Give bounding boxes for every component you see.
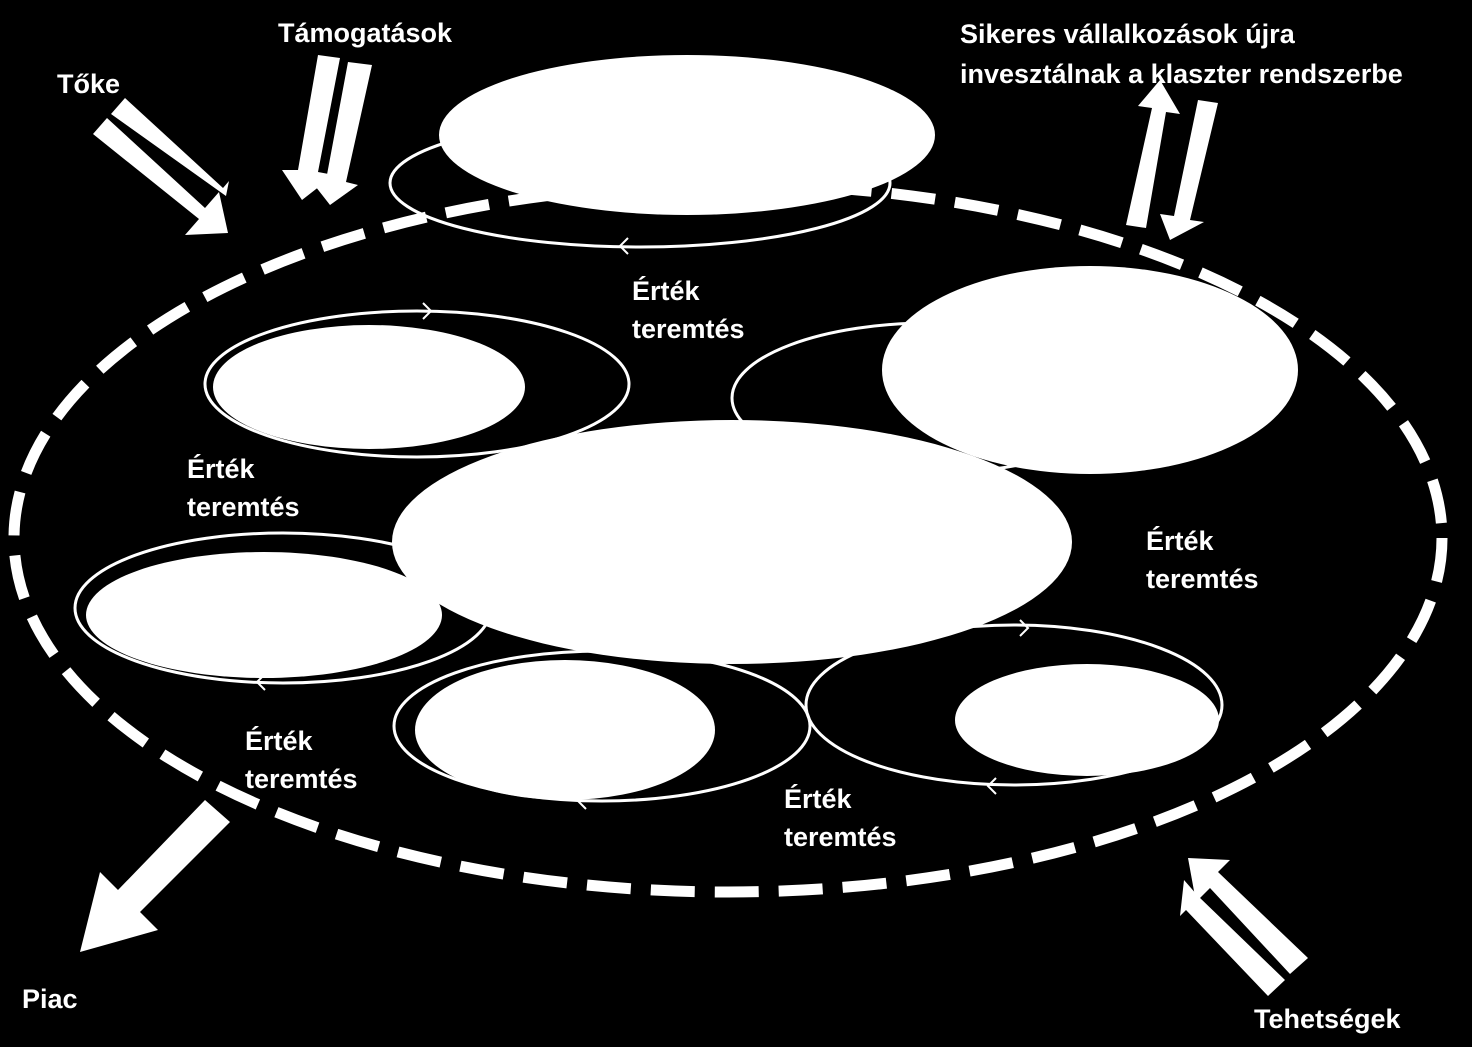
reinvest-label-line2: invesztálnak a klaszter rendszerbe [960, 59, 1403, 89]
value-creation-line1: Érték [187, 454, 255, 484]
value-creation-line2: teremtés [632, 314, 745, 344]
value-creation-line2: teremtés [784, 822, 897, 852]
reinvest-label-line1: Sikeres vállalkozások újra [960, 19, 1295, 49]
value-creation-label: Érték teremtés [632, 272, 745, 348]
entity-bottom-right [955, 664, 1219, 776]
value-creation-label: Érték teremtés [245, 722, 358, 798]
capital-arrow-icon [93, 98, 229, 235]
cycle-ring-bottom-right [804, 623, 1224, 787]
entity-left-lower [86, 552, 442, 678]
market-label: Piac [22, 984, 78, 1014]
reinvest-label: Sikeres vállalkozások újra invesztálnak … [960, 14, 1403, 94]
value-creation-line2: teremtés [1146, 564, 1259, 594]
value-creation-line1: Érték [245, 726, 313, 756]
cycle-arrow-icon [986, 777, 997, 795]
value-creation-line1: Érték [784, 784, 852, 814]
value-creation-line1: Érték [632, 276, 700, 306]
entity-left-upper [213, 325, 525, 449]
talents-label: Tehetségek [1254, 1004, 1401, 1034]
value-creation-line1: Érték [1146, 526, 1214, 556]
cycle-arrow-icon [1019, 619, 1030, 637]
reinvest-arrow-icon [1126, 80, 1218, 240]
support-label: Támogatások [278, 18, 453, 48]
value-creation-line2: teremtés [245, 764, 358, 794]
value-creation-label: Érték teremtés [784, 780, 897, 856]
entity-bottom-middle [415, 660, 715, 800]
value-creation-label: Érték teremtés [187, 450, 300, 526]
cycle-ring-left-upper [203, 309, 631, 459]
entity-top [439, 55, 935, 215]
cycle-arrow-icon [422, 302, 433, 320]
entity-center [392, 420, 1072, 664]
cycle-arrow-icon [618, 237, 629, 255]
entity-right-upper [882, 266, 1298, 474]
value-creation-label: Érték teremtés [1146, 522, 1259, 598]
market-arrow-icon [80, 800, 230, 952]
capital-label: Tőke [57, 69, 121, 99]
talents-arrow-icon [1180, 858, 1308, 996]
value-creation-line2: teremtés [187, 492, 300, 522]
support-arrow-icon [282, 55, 372, 205]
